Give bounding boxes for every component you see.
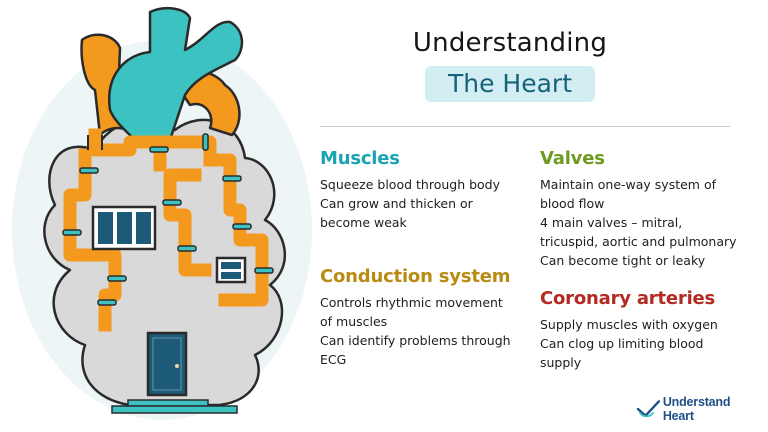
section-line: tricuspid, aortic and pulmonary — [540, 234, 737, 249]
section-line: become weak — [320, 215, 407, 230]
section-heading: Conduction system — [320, 266, 511, 287]
section-line: 4 main valves – mitral, — [540, 215, 683, 230]
page-subtitle: The Heart — [447, 69, 573, 98]
door — [146, 331, 188, 397]
section-heading: Coronary arteries — [540, 288, 716, 309]
ground — [111, 405, 238, 414]
section-line: Can grow and thicken or — [320, 196, 473, 211]
section-valves: Valves Maintain one-way system of blood … — [540, 148, 755, 270]
subtitle-highlight: The Heart — [425, 66, 595, 102]
checkmark-icon — [636, 400, 661, 418]
section-line: ECG — [320, 352, 347, 367]
logo-text: Understand Heart — [662, 395, 731, 423]
section-heading: Valves — [540, 148, 605, 169]
section-line: supply — [540, 355, 582, 370]
section-line: Can become tight or leaky — [540, 253, 706, 268]
section-line: Can identify problems through — [320, 333, 511, 348]
section-line: blood flow — [540, 196, 605, 211]
section-line: Maintain one-way system of — [540, 177, 717, 192]
page-title: Understanding — [412, 28, 608, 58]
section-conduction-system: Conduction system Controls rhythmic move… — [320, 266, 535, 369]
section-muscles: Muscles Squeeze blood through body Can g… — [320, 148, 535, 232]
section-line: Controls rhythmic movement — [320, 295, 503, 310]
section-line: Supply muscles with oxygen — [540, 317, 718, 332]
heart-house-illustration — [43, 6, 287, 414]
window-large — [91, 205, 157, 251]
section-line: Can clog up limiting blood — [540, 336, 704, 351]
section-line: of muscles — [320, 314, 388, 329]
section-heading: Muscles — [320, 148, 400, 169]
door-step — [127, 399, 209, 407]
pipe-outlines — [87, 135, 103, 150]
window-small — [215, 256, 247, 284]
section-coronary-arteries: Coronary arteries Supply muscles with ox… — [540, 288, 755, 372]
header-divider — [320, 126, 730, 127]
understand-heart-logo[interactable]: Understand Heart — [636, 395, 760, 423]
section-line: Squeeze blood through body — [320, 177, 501, 192]
pipe-joints — [62, 133, 274, 306]
